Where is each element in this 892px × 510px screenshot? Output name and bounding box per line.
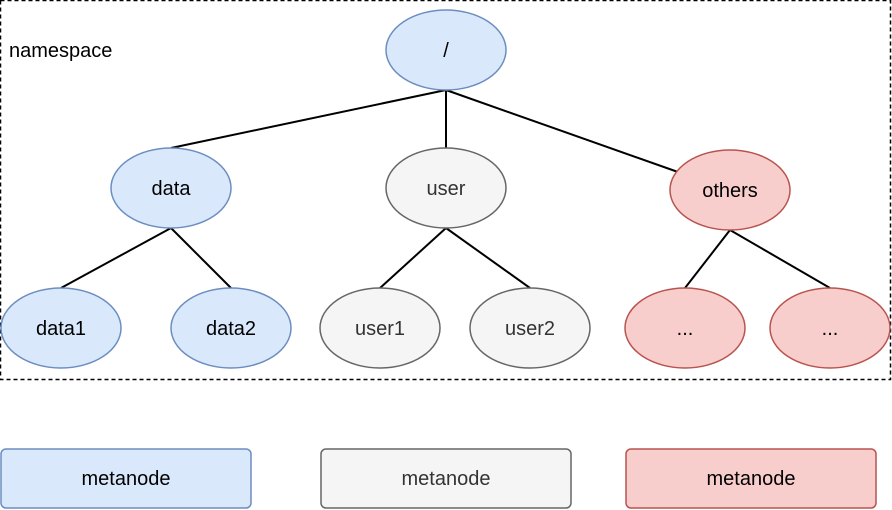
- node-user-child-2-label: user2: [505, 318, 555, 340]
- edge-data-to-child-1: [60, 227, 172, 289]
- namespace-boundary: [0, 0, 892, 381]
- legend-item-gray: metanode: [320, 448, 572, 509]
- edge-user-to-child-2: [445, 227, 531, 289]
- node-user-child-1: user1: [319, 287, 441, 369]
- legend-label-blue: metanode: [82, 468, 171, 490]
- root-node-shape: [385, 9, 507, 91]
- legend-swatch-gray: [320, 448, 572, 509]
- edge-root-to-data: [170, 89, 447, 149]
- legend-item-red: metanode: [625, 448, 877, 509]
- node-data-shape: [110, 147, 232, 229]
- edge-others-to-child-2: [729, 229, 831, 289]
- node-data-child-2-shape: [170, 287, 292, 369]
- edge-root-to-others: [445, 89, 679, 173]
- edge-data-to-child-2: [170, 227, 232, 289]
- node-others: others: [669, 149, 791, 231]
- node-data-child-2: data2: [170, 287, 292, 369]
- node-data-label: data: [152, 178, 192, 200]
- legend-item-blue: metanode: [0, 448, 252, 509]
- namespace-label: namespace: [9, 40, 112, 62]
- node-user: user: [385, 147, 507, 229]
- node-data-child-1: data1: [0, 287, 122, 369]
- node-others-child-1-shape: [624, 287, 746, 369]
- root-node: /: [385, 9, 507, 91]
- root-node-label: /: [443, 40, 449, 62]
- legend-swatch-blue: [0, 448, 252, 509]
- node-data: data: [110, 147, 232, 229]
- tree-edges: [60, 89, 831, 289]
- node-data-child-1-shape: [0, 287, 122, 369]
- node-others-shape: [669, 149, 791, 231]
- node-user-child-1-label: user1: [355, 318, 405, 340]
- node-user-child-1-shape: [319, 287, 441, 369]
- edge-others-to-child-1: [684, 229, 731, 289]
- node-data-child-1-label: data1: [36, 318, 86, 340]
- legend: metanode metanode metanode: [0, 448, 877, 509]
- node-others-label: others: [702, 180, 758, 202]
- node-data-child-2-label: data2: [206, 318, 256, 340]
- tree-nodes: / data data1 data2 user user1 user2 others.....…: [0, 9, 891, 369]
- legend-label-red: metanode: [707, 468, 796, 490]
- node-others-child-1-label: ...: [677, 318, 694, 340]
- node-user-label: user: [427, 178, 466, 200]
- edge-user-to-child-1: [379, 227, 447, 289]
- legend-swatch-red: [625, 448, 877, 509]
- node-others-child-2-shape: [769, 287, 891, 369]
- node-others-child-2-label: ...: [822, 318, 839, 340]
- node-others-child-1: ...: [624, 287, 746, 369]
- node-others-child-2: ...: [769, 287, 891, 369]
- node-user-child-2-shape: [469, 287, 591, 369]
- node-user-child-2: user2: [469, 287, 591, 369]
- node-user-shape: [385, 147, 507, 229]
- legend-label-gray: metanode: [402, 468, 491, 490]
